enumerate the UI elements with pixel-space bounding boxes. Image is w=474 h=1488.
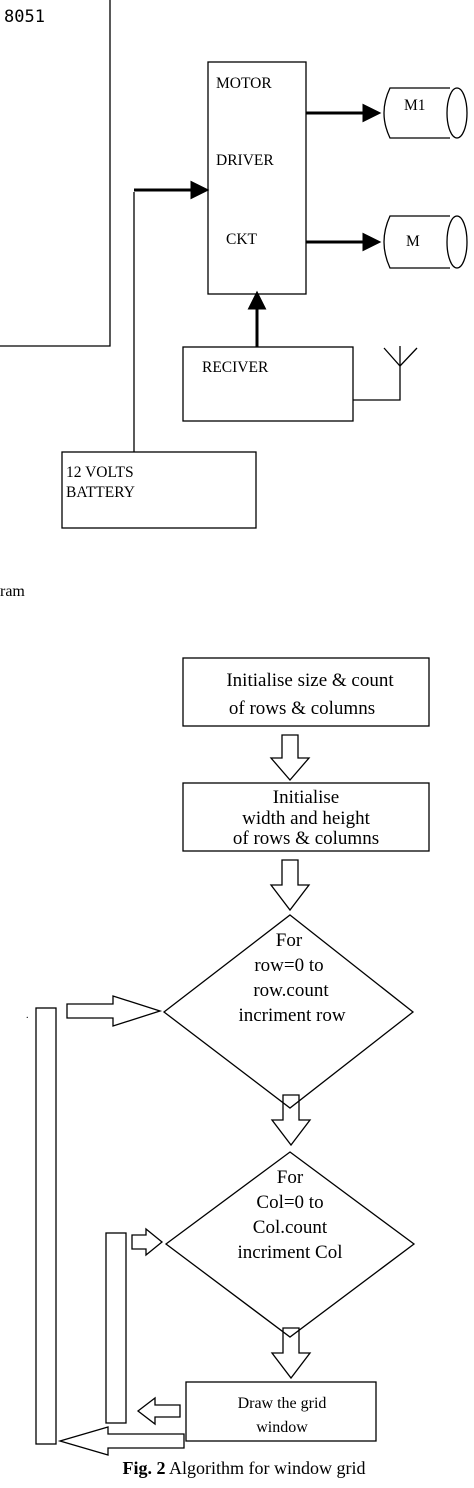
step2-line-1: Initialise bbox=[273, 787, 339, 808]
loop-row-line-1: For bbox=[276, 930, 303, 951]
motor2-end bbox=[446, 215, 468, 269]
mcu-box bbox=[0, 0, 111, 347]
loop-row-line-4: incriment row bbox=[238, 1005, 345, 1026]
figure-caption: Fig. 2 Algorithm for window grid bbox=[123, 1458, 366, 1478]
receiver-box bbox=[182, 346, 354, 422]
col-loop-bar bbox=[105, 1232, 127, 1424]
right-arrow-row-loop bbox=[66, 995, 163, 1027]
draw-line-2: window bbox=[256, 1419, 308, 1436]
mcu-label: 8051 bbox=[4, 7, 45, 27]
row-loop-bar bbox=[35, 1007, 57, 1445]
right-arrow-col-loop bbox=[131, 1227, 164, 1257]
motor1-end bbox=[446, 87, 468, 139]
motor2-label: M bbox=[406, 233, 420, 250]
loop-col-line-2: Col=0 to bbox=[256, 1192, 323, 1213]
block-caption-fragment: ram bbox=[0, 583, 25, 600]
step2-line-3: of rows & columns bbox=[233, 828, 379, 849]
antenna-icon bbox=[383, 347, 418, 367]
left-arrow-to-row-bar bbox=[57, 1426, 185, 1456]
left-arrow-to-col-bar bbox=[136, 1396, 181, 1426]
step1-line-1: Initialise size & count bbox=[226, 670, 394, 691]
driver-label-2: DRIVER bbox=[216, 152, 274, 169]
motor1-body bbox=[383, 87, 450, 139]
step1-box bbox=[182, 657, 430, 727]
driver-label-3: CKT bbox=[226, 231, 258, 248]
loop-row-line-2: row=0 to bbox=[254, 955, 323, 976]
loop-col-line-1: For bbox=[277, 1167, 304, 1188]
loop-col-line-4: incriment Col bbox=[237, 1242, 342, 1263]
arrowhead-m2 bbox=[362, 232, 382, 252]
motor1-label: M1 bbox=[404, 97, 426, 114]
caption-label: Fig. 2 bbox=[123, 1458, 166, 1478]
draw-box bbox=[185, 1381, 377, 1442]
stray-mark: . bbox=[26, 1010, 29, 1021]
loop-col-diamond bbox=[164, 1151, 416, 1338]
caption-text: Algorithm for window grid bbox=[166, 1458, 366, 1478]
arrowhead-receiver bbox=[247, 290, 267, 310]
step1-line-2: of rows & columns bbox=[229, 698, 375, 719]
receiver-label: RECIVER bbox=[202, 359, 269, 376]
loop-row-line-3: row.count bbox=[253, 980, 329, 1001]
step2-line-2: width and height bbox=[242, 808, 370, 829]
step2-box bbox=[182, 782, 430, 852]
driver-label-1: MOTOR bbox=[216, 75, 272, 92]
antenna-wire bbox=[353, 346, 401, 401]
battery-label-1: 12 VOLTS bbox=[66, 464, 134, 481]
arrowhead-m1 bbox=[362, 103, 382, 123]
loop-row-diamond bbox=[162, 914, 415, 1109]
battery-label-2: BATTERY bbox=[66, 484, 135, 501]
battery-box bbox=[61, 451, 257, 529]
arrowhead-driver-input bbox=[190, 180, 210, 200]
draw-line-1: Draw the grid bbox=[238, 1395, 327, 1412]
down-arrow-4 bbox=[270, 1327, 312, 1380]
down-arrow-3 bbox=[270, 1094, 312, 1147]
down-arrow-1 bbox=[269, 734, 311, 781]
loop-col-line-3: Col.count bbox=[253, 1217, 328, 1238]
down-arrow-2 bbox=[269, 859, 311, 912]
motor2-body bbox=[383, 215, 450, 269]
motor-driver-box bbox=[207, 61, 307, 295]
